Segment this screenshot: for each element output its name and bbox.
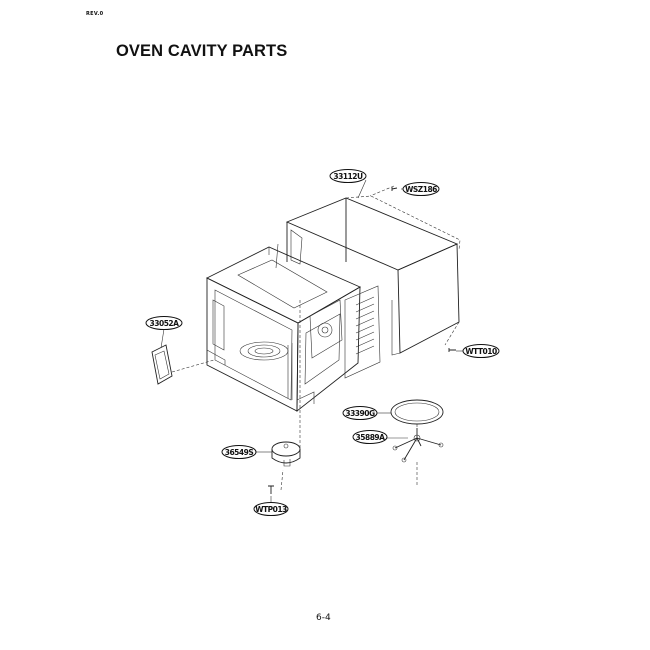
part-label-33390g[interactable]: 33390G [342,406,378,420]
part-label-36549s[interactable]: 36549S [221,445,257,459]
turntable-motor [271,441,301,467]
svg-text:33112U: 33112U [333,172,363,181]
revision-tag: REV.0 [86,11,104,17]
glass-tray [390,399,444,425]
part-label-wsz186[interactable]: WSZ186 [402,182,440,196]
screws [268,187,456,494]
part-label-wtt010[interactable]: WTT010 [462,344,500,358]
svg-text:33390G: 33390G [345,409,375,418]
part-callouts: 33112U WSZ186 33052A WTT010 33390G 35889… [145,169,500,516]
part-label-33052a[interactable]: 33052A [145,316,183,330]
part-label-35889a[interactable]: 35889A [352,430,388,444]
part-label-wtp013[interactable]: WTP013 [253,502,289,516]
assembly-lines [171,185,418,491]
svg-text:WTT010: WTT010 [465,347,497,356]
svg-text:36549S: 36549S [225,448,254,457]
page-number: 6-4 [316,613,331,623]
svg-text:WSZ186: WSZ186 [405,185,437,194]
page-title: OVEN CAVITY PARTS [116,42,288,60]
oven-cavity [205,243,381,412]
svg-text:35889A: 35889A [356,433,386,442]
roller-ring [392,428,444,463]
svg-text:WTP013: WTP013 [255,505,287,514]
waveguide-cover [151,344,173,385]
outer-cabinet [285,195,461,356]
svg-text:33052A: 33052A [150,319,180,328]
part-label-33112u[interactable]: 33112U [329,169,367,183]
